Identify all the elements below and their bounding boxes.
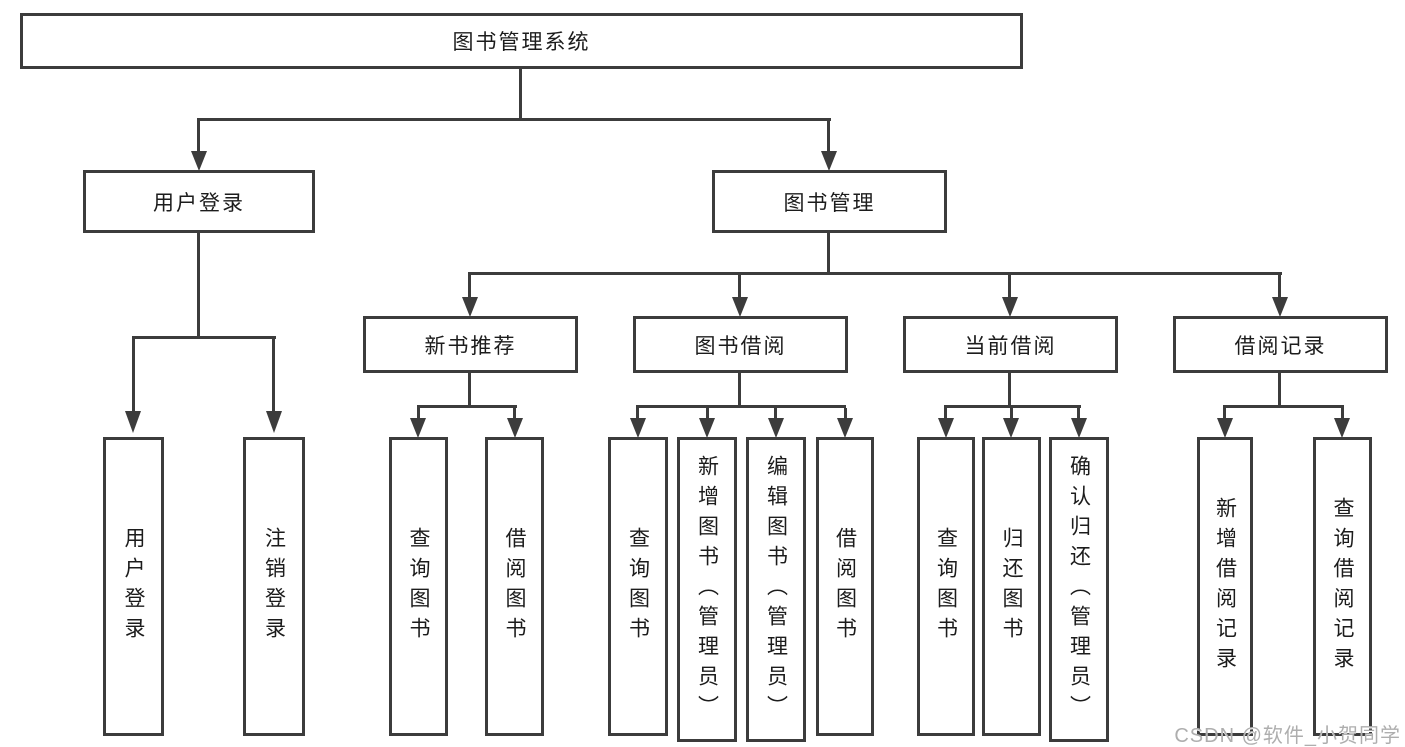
arrowhead-bb-query [630,418,646,438]
connector-level2-hline [197,118,831,121]
connector-current-borrow-shaft [1008,275,1011,298]
node-user-login: 用户登录 [83,170,315,233]
arrowhead-new-book [462,297,478,317]
connector-nb-query-shaft [417,408,420,419]
connector-nb-hline [417,405,517,408]
leaf-cb-query-books: 查询图书 [917,437,975,736]
arrowhead-cb-confirm [1071,418,1087,438]
connector-nb-borrow-shaft [513,408,516,419]
connector-br-hline [1223,405,1344,408]
leaf-logout: 注销登录 [243,437,305,736]
node-borrow-records: 借阅记录 [1173,316,1388,373]
arrowhead-book-borrow [732,297,748,317]
connector-bb-query-shaft [636,408,639,419]
node-root: 图书管理系统 [20,13,1023,69]
connector-level3-hline [468,272,1282,275]
connector-bb-add-shaft [706,408,709,419]
arrowhead-cb-query [938,418,954,438]
arrowhead-leaf-login [125,411,141,433]
leaf-bb-add-books-admin: 新增图书（管理员） [677,437,737,742]
connector-br-add-shaft [1223,408,1226,419]
connector-new-book-shaft [468,275,471,298]
csdn-watermark: CSDN @软件_小贺同学 [1174,725,1401,747]
leaf-cb-return-books: 归还图书 [982,437,1041,736]
connector-bb-borrow-shaft [844,408,847,419]
connector-root-vline [519,69,522,121]
arrowhead-br-add [1217,418,1233,438]
node-current-borrow: 当前借阅 [903,316,1118,373]
leaf-nb-borrow-books: 借阅图书 [485,437,544,736]
connector-br-vline [1278,373,1281,408]
arrowhead-bb-add [699,418,715,438]
leaf-cb-confirm-return-admin: 确认归还（管理员） [1049,437,1109,742]
connector-cb-confirm-shaft [1077,408,1080,419]
leaf-bb-borrow-books: 借阅图书 [816,437,874,736]
connector-bb-vline [738,373,741,408]
arrowhead-book-mgmt [821,151,837,171]
arrowhead-borrow-records [1272,297,1288,317]
arrowhead-cb-return [1003,418,1019,438]
node-book-management: 图书管理 [712,170,947,233]
connector-leaf-login-shaft [132,339,135,412]
node-book-borrow: 图书借阅 [633,316,848,373]
connector-cb-query-shaft [944,408,947,419]
leaf-br-add-record: 新增借阅记录 [1197,437,1253,736]
connector-book-borrow-shaft [738,275,741,298]
connector-br-query-shaft [1341,408,1344,419]
arrowhead-bb-borrow [837,418,853,438]
arrowhead-current-borrow [1002,297,1018,317]
connector-user-login-vline [197,233,200,339]
arrowhead-nb-borrow [507,418,523,438]
arrowhead-bb-edit [768,418,784,438]
leaf-bb-edit-books-admin: 编辑图书（管理员） [746,437,806,742]
leaf-nb-query-books: 查询图书 [389,437,448,736]
leaf-user-login: 用户登录 [103,437,164,736]
arrowhead-leaf-logout [266,411,282,433]
arrowhead-nb-query [410,418,426,438]
connector-bb-hline [636,405,846,408]
connector-book-mgmt-vline [827,233,830,275]
connector-cb-hline [944,405,1081,408]
node-new-book-recommend: 新书推荐 [363,316,578,373]
connector-borrow-records-shaft [1278,275,1281,298]
connector-bb-edit-shaft [774,408,777,419]
connector-user-login-hline [132,336,276,339]
connector-cb-return-shaft [1010,408,1013,419]
leaf-br-query-record: 查询借阅记录 [1313,437,1372,736]
connector-nb-vline [468,373,471,408]
connector-cb-vline [1008,373,1011,408]
arrowhead-br-query [1334,418,1350,438]
leaf-bb-query-books: 查询图书 [608,437,668,736]
connector-book-mgmt-shaft [827,121,830,152]
connector-leaf-logout-shaft [272,339,275,412]
connector-user-login-shaft [197,121,200,152]
arrowhead-user-login [191,151,207,171]
